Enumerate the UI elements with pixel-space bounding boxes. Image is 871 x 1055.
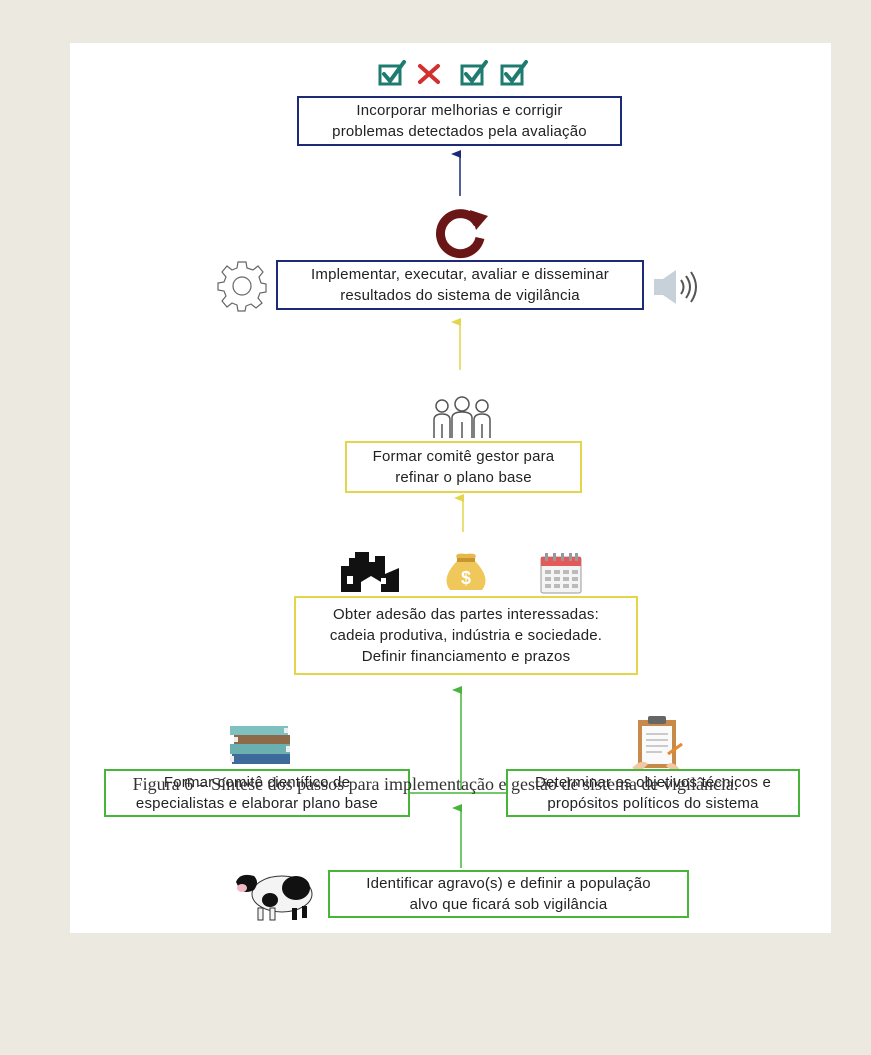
step-box-management-committee: Formar comitê gestor para refinar o plan… [345, 441, 582, 493]
clipboard-icon [632, 716, 683, 774]
step-box-implement: Implementar, executar, avaliar e dissemi… [276, 260, 644, 310]
step-text-identify: Identificar agravo(s) e definir a popula… [366, 875, 651, 913]
step-box-stakeholders: Obter adesão das partes interessadas: ca… [294, 596, 638, 675]
gear-icon [217, 261, 267, 312]
step-text-implement: Implementar, executar, avaliar e dissemi… [311, 266, 609, 304]
calendar-icon [540, 553, 582, 594]
step-box-identify: Identificar agravo(s) e definir a popula… [328, 870, 689, 918]
factory-icon [341, 552, 399, 592]
books-icon [230, 726, 290, 764]
step-box-objectives: Determinar os objetivos técnicos e propó… [506, 769, 800, 817]
svg-text:$: $ [461, 568, 471, 588]
step-text-management-committee: Formar comitê gestor para refinar o plan… [372, 448, 555, 486]
speaker-icon [654, 270, 697, 304]
refresh-icon [436, 209, 488, 259]
cross-icon [418, 64, 440, 84]
step-box-improve: Incorporar melhorias e corrigir problema… [297, 96, 622, 146]
checkmarks-icon [378, 60, 528, 86]
committee-people-icon [433, 396, 491, 438]
cow-icon [236, 874, 313, 921]
money-bag-icon: $ [446, 553, 486, 590]
step-box-scientific-committee: Formar comitê científico de especialista… [104, 769, 410, 817]
figure-caption: Figura 6 – Síntese dos passos para imple… [132, 774, 739, 794]
step-text-objectives: Determinar os objetivos técnicos e propó… [534, 774, 772, 812]
step-text-improve: Incorporar melhorias e corrigir problema… [332, 102, 587, 140]
step-text-scientific-committee: Formar comitê científico de especialista… [135, 774, 379, 812]
step-text-stakeholders: Obter adesão das partes interessadas: ca… [329, 606, 603, 665]
